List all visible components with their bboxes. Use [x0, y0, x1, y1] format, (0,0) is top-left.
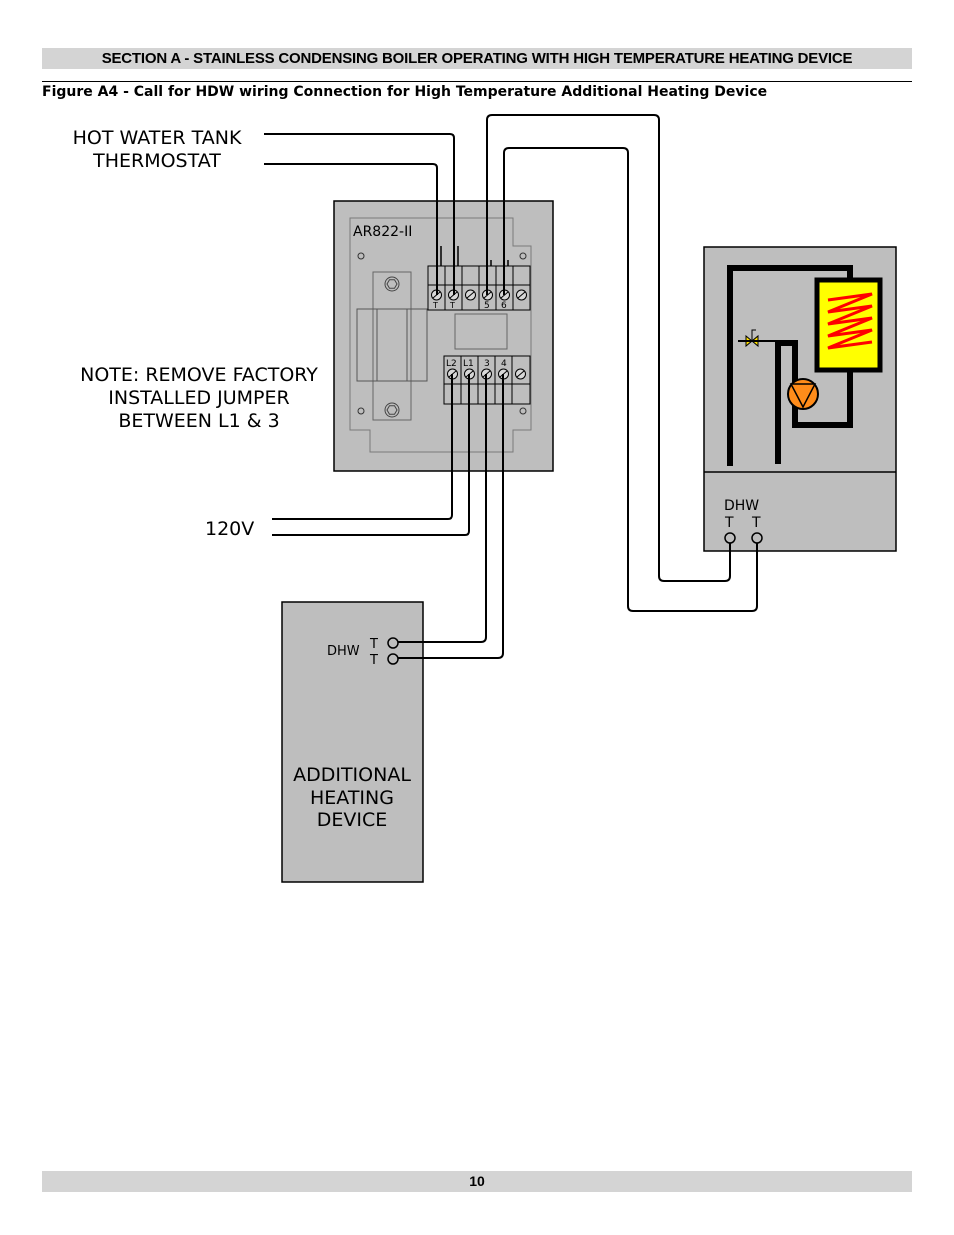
controller: AR822-II — [333, 200, 554, 472]
footer-bar: 10 — [42, 1171, 912, 1192]
wiring — [264, 114, 758, 659]
wire-device-1 — [398, 374, 487, 643]
top-terminal-label-5: 5 — [484, 301, 490, 311]
page-number: 10 — [469, 1173, 485, 1189]
transformer-screw-hex — [386, 405, 398, 415]
section-header-bar: SECTION A - STAINLESS CONDENSING BOILER … — [42, 48, 912, 69]
transformer-screw-hex — [386, 279, 398, 289]
device-dhw-label: DHW — [327, 644, 360, 659]
mounting-hole — [357, 407, 365, 415]
wire-boiler-dhw-2 — [503, 147, 758, 612]
wire-thermostat-2 — [264, 163, 438, 295]
thermostat-label-line1: HOT WATER TANK — [73, 127, 242, 149]
header-rule — [42, 81, 912, 82]
top-terminal-label-t2: T — [449, 301, 455, 310]
additional-device-cabinet — [281, 601, 424, 883]
note-line2: INSTALLED JUMPER — [108, 387, 289, 409]
device-terminal-t2 — [387, 653, 399, 665]
note-line1: NOTE: REMOVE FACTORY — [80, 364, 318, 386]
device-title-line2: HEATING — [310, 787, 394, 809]
controller-panel-outline — [349, 217, 532, 453]
valve-stem — [751, 329, 756, 341]
transformer-coil — [376, 308, 408, 382]
wire-device-2 — [398, 374, 504, 659]
wire-120v-1 — [272, 374, 453, 520]
bottom-terminal-label-l2: L2 — [446, 359, 457, 369]
device-title-line3: DEVICE — [317, 809, 388, 831]
controller-model-label: AR822-II — [353, 224, 412, 240]
bottom-terminal-label-l1: L1 — [463, 359, 474, 369]
device-terminal-label-t2: T — [369, 653, 378, 668]
mounting-hole — [519, 252, 527, 260]
note-line3: BETWEEN L1 & 3 — [118, 410, 279, 432]
transformer-frame — [372, 271, 412, 421]
additional-heating-device: DHW T T ADDITIONAL HEATING DEVICE — [281, 601, 424, 883]
controller-relay — [454, 313, 508, 350]
boiler-terminal-label-t1: T — [724, 515, 734, 531]
bottom-terminal-label-4: 4 — [501, 359, 507, 369]
boiler-terminal-t1 — [724, 532, 736, 544]
device-terminal-label-t1: T — [369, 637, 378, 652]
figure-caption: Figure A4 - Call for HDW wiring Connecti… — [42, 84, 768, 100]
top-terminal-label-6: 6 — [501, 301, 507, 311]
pump-arrow — [789, 383, 817, 409]
boiler: DHW T T — [703, 246, 897, 552]
mounting-hole — [519, 407, 527, 415]
heat-exchanger-coil — [827, 292, 873, 350]
mounting-hole — [357, 252, 365, 260]
device-terminal-t1 — [387, 637, 399, 649]
thermostat-label-line2: THERMOSTAT — [92, 150, 221, 172]
section-title: SECTION A - STAINLESS CONDENSING BOILER … — [101, 50, 853, 67]
wire-thermostat-1 — [264, 133, 455, 295]
wire-boiler-dhw-1 — [486, 114, 731, 582]
boiler-dhw-label: DHW — [724, 498, 759, 514]
boiler-terminal-t2 — [751, 532, 763, 544]
wire-120v-2 — [272, 374, 470, 536]
power-label: 120V — [205, 518, 254, 540]
wire-terminal-entries — [440, 246, 509, 266]
boiler-terminal-label-t2: T — [751, 515, 761, 531]
bottom-terminal-label-3: 3 — [484, 359, 490, 369]
top-terminal-label-t1: T — [432, 301, 438, 310]
device-title-line1: ADDITIONAL — [293, 764, 411, 786]
